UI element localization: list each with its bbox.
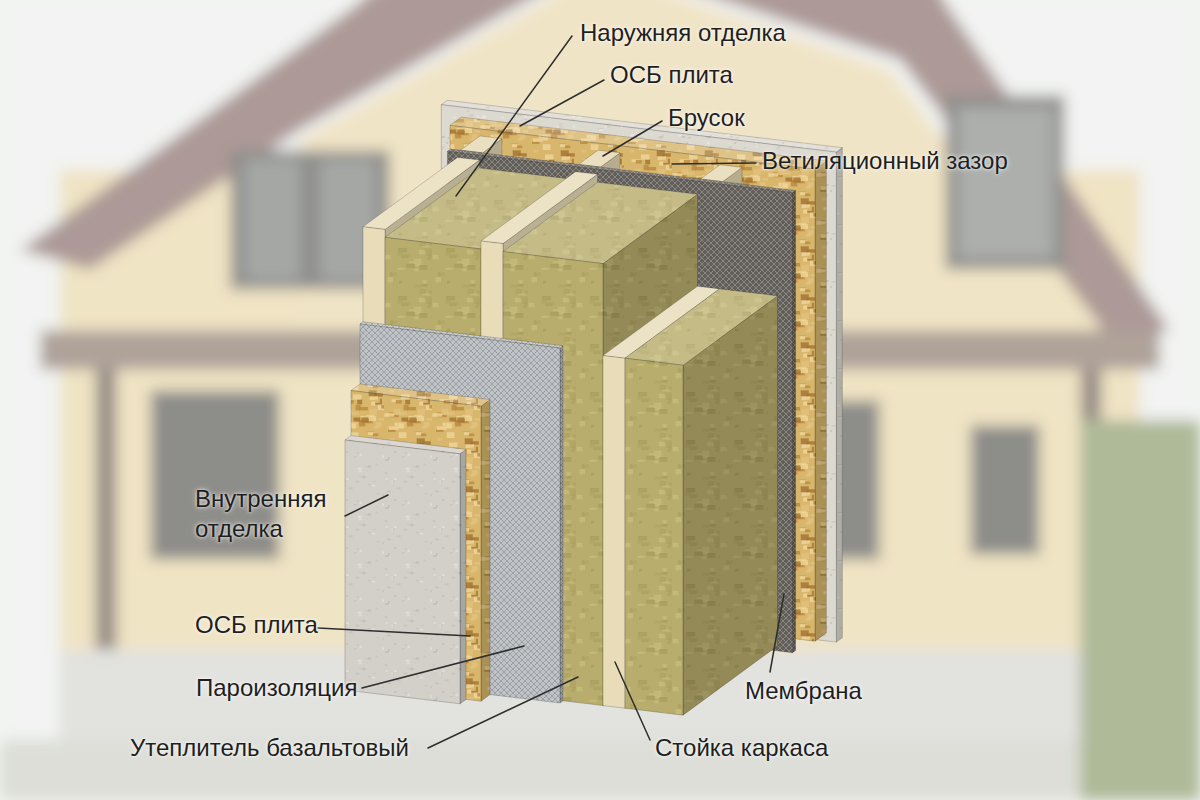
- front-face: [345, 440, 460, 704]
- side-face-shade: [560, 346, 563, 703]
- part-label: ОСБ плита: [610, 60, 733, 90]
- part-label: Пароизоляция: [196, 673, 357, 703]
- side-face: [836, 148, 842, 642]
- top-face-shade: [461, 136, 503, 153]
- side-face-shade: [815, 161, 826, 641]
- top-face-shade: [625, 289, 778, 365]
- leader-line: [672, 163, 756, 164]
- side-face: [460, 449, 466, 703]
- side-face-shade: [683, 296, 778, 715]
- top-face-shade: [579, 150, 621, 167]
- leader-line: [456, 36, 572, 196]
- leader-line: [520, 80, 604, 126]
- top-face: [579, 150, 621, 167]
- part-label: Стойка каркаса: [655, 733, 828, 763]
- leader-line: [428, 677, 578, 748]
- top-face: [461, 136, 503, 153]
- interior-finish: [345, 436, 466, 704]
- insulation: [625, 289, 778, 715]
- side-face-shade: [460, 449, 466, 703]
- leader-line: [318, 628, 470, 636]
- front-face: [625, 358, 683, 715]
- top-face: [503, 182, 698, 263]
- part-label: Брусок: [668, 103, 745, 133]
- part-label: Внутренняя отделка: [195, 484, 370, 544]
- leader-line: [770, 594, 784, 672]
- top-face: [625, 289, 778, 365]
- side-face: [815, 161, 826, 641]
- front-face: [603, 356, 625, 709]
- part-label: Ветиляционный зазор: [762, 146, 1008, 176]
- part-label: Наружняя отделка: [580, 18, 786, 48]
- side-face-shade: [836, 148, 842, 642]
- top-face-shade: [701, 165, 743, 182]
- top-face: [701, 165, 743, 182]
- side-face: [560, 346, 563, 703]
- part-label: Мембрана: [745, 676, 862, 706]
- top-face-shade: [503, 182, 698, 263]
- side-face: [683, 296, 778, 715]
- leader-line: [615, 662, 650, 740]
- leader-line: [362, 646, 524, 688]
- part-label: Утеплитель базальтовый: [130, 733, 409, 763]
- side-face: [793, 191, 796, 653]
- part-label: ОСБ плита: [195, 610, 318, 640]
- leader-line: [603, 121, 662, 156]
- leader-line: [345, 495, 388, 516]
- side-face-shade: [793, 191, 796, 653]
